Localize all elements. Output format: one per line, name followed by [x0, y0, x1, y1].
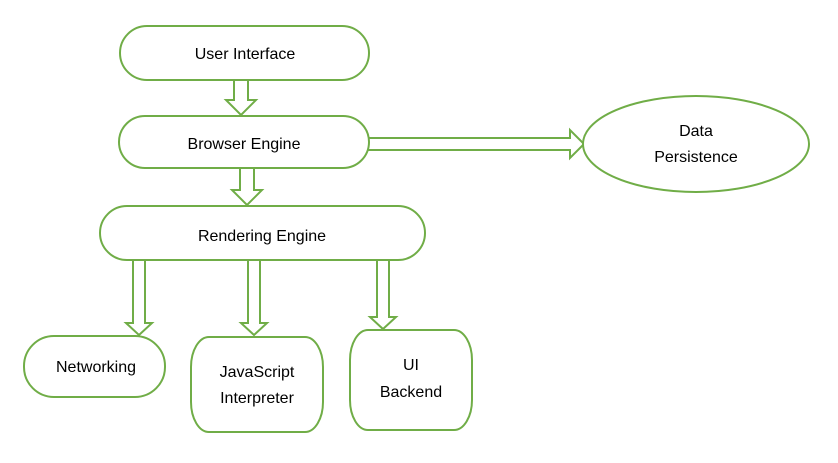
- rendering-engine-shape: [99, 205, 426, 261]
- arrow-rendering-engine-to-networking: [123, 259, 155, 337]
- node-user-interface: User Interface: [119, 25, 370, 81]
- rendering-engine-label: Rendering Engine: [198, 228, 326, 245]
- ui-backend-label-line1: UI: [403, 357, 419, 374]
- node-browser-engine: Browser Engine: [118, 115, 370, 169]
- data-persistence-label-line2: Persistence: [654, 149, 738, 166]
- ui-backend-shape: [349, 329, 473, 431]
- node-javascript-interpreter: JavaScript Interpreter: [190, 336, 324, 433]
- ui-backend-label-line2: Backend: [380, 384, 442, 401]
- javascript-interpreter-label-line1: JavaScript: [220, 364, 295, 381]
- node-data-persistence: Data Persistence: [582, 95, 810, 193]
- arrow-rendering-engine-to-ui-backend: [367, 257, 399, 331]
- javascript-interpreter-shape: [190, 336, 324, 433]
- arrow-rendering-engine-to-javascript-interpreter: [238, 259, 270, 337]
- networking-label: Networking: [56, 359, 136, 376]
- node-rendering-engine: Rendering Engine: [99, 205, 426, 261]
- node-ui-backend: UI Backend: [349, 329, 473, 431]
- browser-engine-shape: [118, 115, 370, 169]
- networking-shape: [23, 335, 166, 398]
- node-networking: Networking: [23, 335, 166, 398]
- browser-engine-label: Browser Engine: [188, 136, 301, 153]
- arrow-ui-to-browser-engine: [223, 79, 259, 117]
- data-persistence-shape: [582, 95, 810, 193]
- data-persistence-label-line1: Data: [679, 123, 713, 140]
- user-interface-label: User Interface: [195, 46, 296, 63]
- user-interface-shape: [119, 25, 370, 81]
- arrow-browser-engine-to-data-persistence: [367, 127, 586, 161]
- javascript-interpreter-label-line2: Interpreter: [220, 390, 294, 407]
- arrow-browser-engine-to-rendering-engine: [229, 167, 265, 207]
